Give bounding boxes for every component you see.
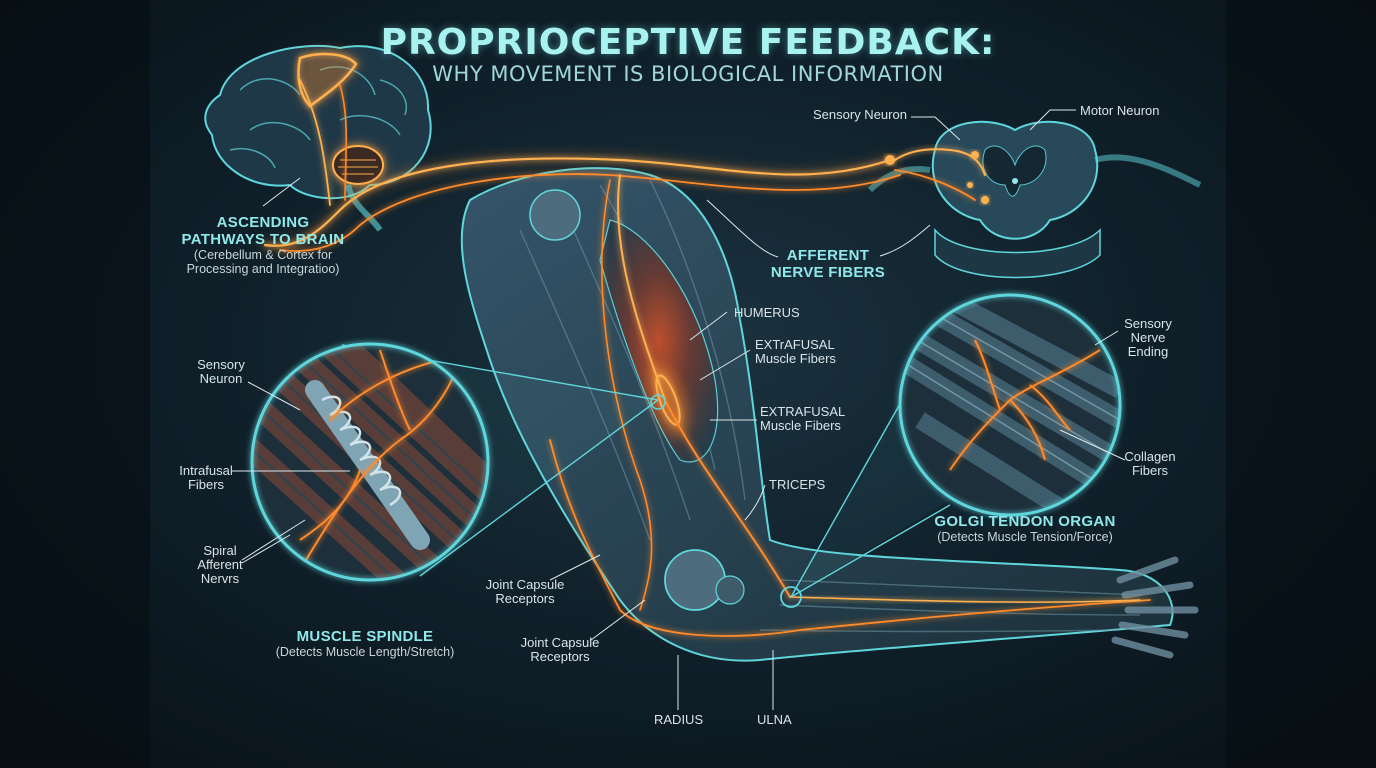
spinal-cord [867,120,1202,279]
golgi-sensory-line3: Ending [1127,344,1169,359]
ascending-sub-line2: Processing and Integratioo) [186,262,340,276]
afferent-line1: AFFERENT [786,247,870,264]
collagen-line2: Fibers [1131,463,1169,478]
extrafusal-1-line1: EXTrAFUSAL [755,337,835,352]
collagen-line1: Collagen [1124,449,1176,464]
afferent-nerve-fibers-label: AFFERENT NERVE FIBERS [768,247,888,281]
muscle-spindle-label: MUSCLE SPINDLE (Detects Muscle Length/St… [255,628,475,659]
spiral-line1: Spiral [203,543,237,558]
nerve-paths [260,79,1151,637]
elbow-joint [664,549,745,611]
golgi-sensory-line2: Nerve [1130,330,1166,345]
golgi-tendon-inset [780,293,1122,608]
triceps-label: TRICEPS [769,477,826,492]
joint-capsule-label-2: Joint Capsule Receptors [510,636,610,664]
ascending-heading-line2: PATHWAYS TO BRAIN [181,231,345,248]
intrafusal-line2: Fibers [187,477,225,492]
spindle-sensory-line1: Sensory [197,357,245,372]
afferent-line2: NERVE FIBERS [770,264,886,281]
ulna-label: ULNA [757,712,792,727]
collagen-fibers-label: Collagen Fibers [1120,450,1180,478]
humerus-label: HUMERUS [734,305,800,320]
motor-neuron-label: Motor Neuron [1080,103,1160,118]
leader-lines [232,109,1126,710]
muscle-spindle-sub: (Detects Muscle Length/Stretch) [275,645,455,659]
cerebellum [330,143,386,232]
golgi-heading: GOLGI TENDON ORGAN [934,513,1116,530]
golgi-tendon-organ-label: GOLGI TENDON ORGAN (Detects Muscle Tensi… [920,513,1130,544]
radius-label: RADIUS [654,712,704,727]
ascending-sub-line1: (Cerebellum & Cortex for [193,248,333,262]
left-vignette [0,0,150,768]
extrafusal-1-line2: Muscle Fibers [755,351,836,366]
extrafusal-label-2: EXTRAFUSAL Muscle Fibers [760,405,845,433]
extrafusal-2-line1: EXTRAFUSAL [760,404,846,419]
intrafusal-fibers-label: Intrafusal Fibers [176,464,236,492]
golgi-sensory-nerve-ending-label: Sensory Nerve Ending [1118,317,1178,359]
muscle-spindle-inset [250,342,666,582]
spiral-afferent-label: Spiral Afferent Nervrs [190,544,250,586]
golgi-sensory-line1: Sensory [1124,316,1172,331]
shoulder-joint [529,189,581,241]
extrafusal-label-1: EXTrAFUSAL Muscle Fibers [755,338,836,366]
ascending-pathways-label: ASCENDING PATHWAYS TO BRAIN (Cerebellum … [178,214,348,276]
spindle-sensory-neuron-label: Sensory Neuron [190,358,252,386]
golgi-sub: (Detects Muscle Tension/Force) [937,530,1113,544]
muscle-spindle-heading: MUSCLE SPINDLE [296,628,434,645]
joint-capsule-1-line1: Joint Capsule [485,577,565,592]
spindle-sensory-line2: Neuron [199,371,243,386]
hand-bones [1111,556,1199,659]
intrafusal-line1: Intrafusal [179,463,233,478]
joint-capsule-1-line2: Receptors [495,591,555,606]
spiral-line2: Afferent [197,557,243,572]
joint-capsule-label-1: Joint Capsule Receptors [475,578,575,606]
joint-capsule-2-line2: Receptors [530,649,590,664]
sensory-neuron-top-label: Sensory Neuron [813,107,907,122]
joint-capsule-2-line1: Joint Capsule [520,635,600,650]
ascending-heading-line1: ASCENDING [216,214,310,231]
right-vignette [1226,0,1376,768]
extrafusal-2-line2: Muscle Fibers [760,418,841,433]
spiral-line3: Nervrs [200,571,240,586]
page-subtitle: WHY MOVEMENT IS BIOLOGICAL INFORMATION [432,62,944,86]
page-title: PROPRIOCEPTIVE FEEDBACK: [380,22,996,63]
